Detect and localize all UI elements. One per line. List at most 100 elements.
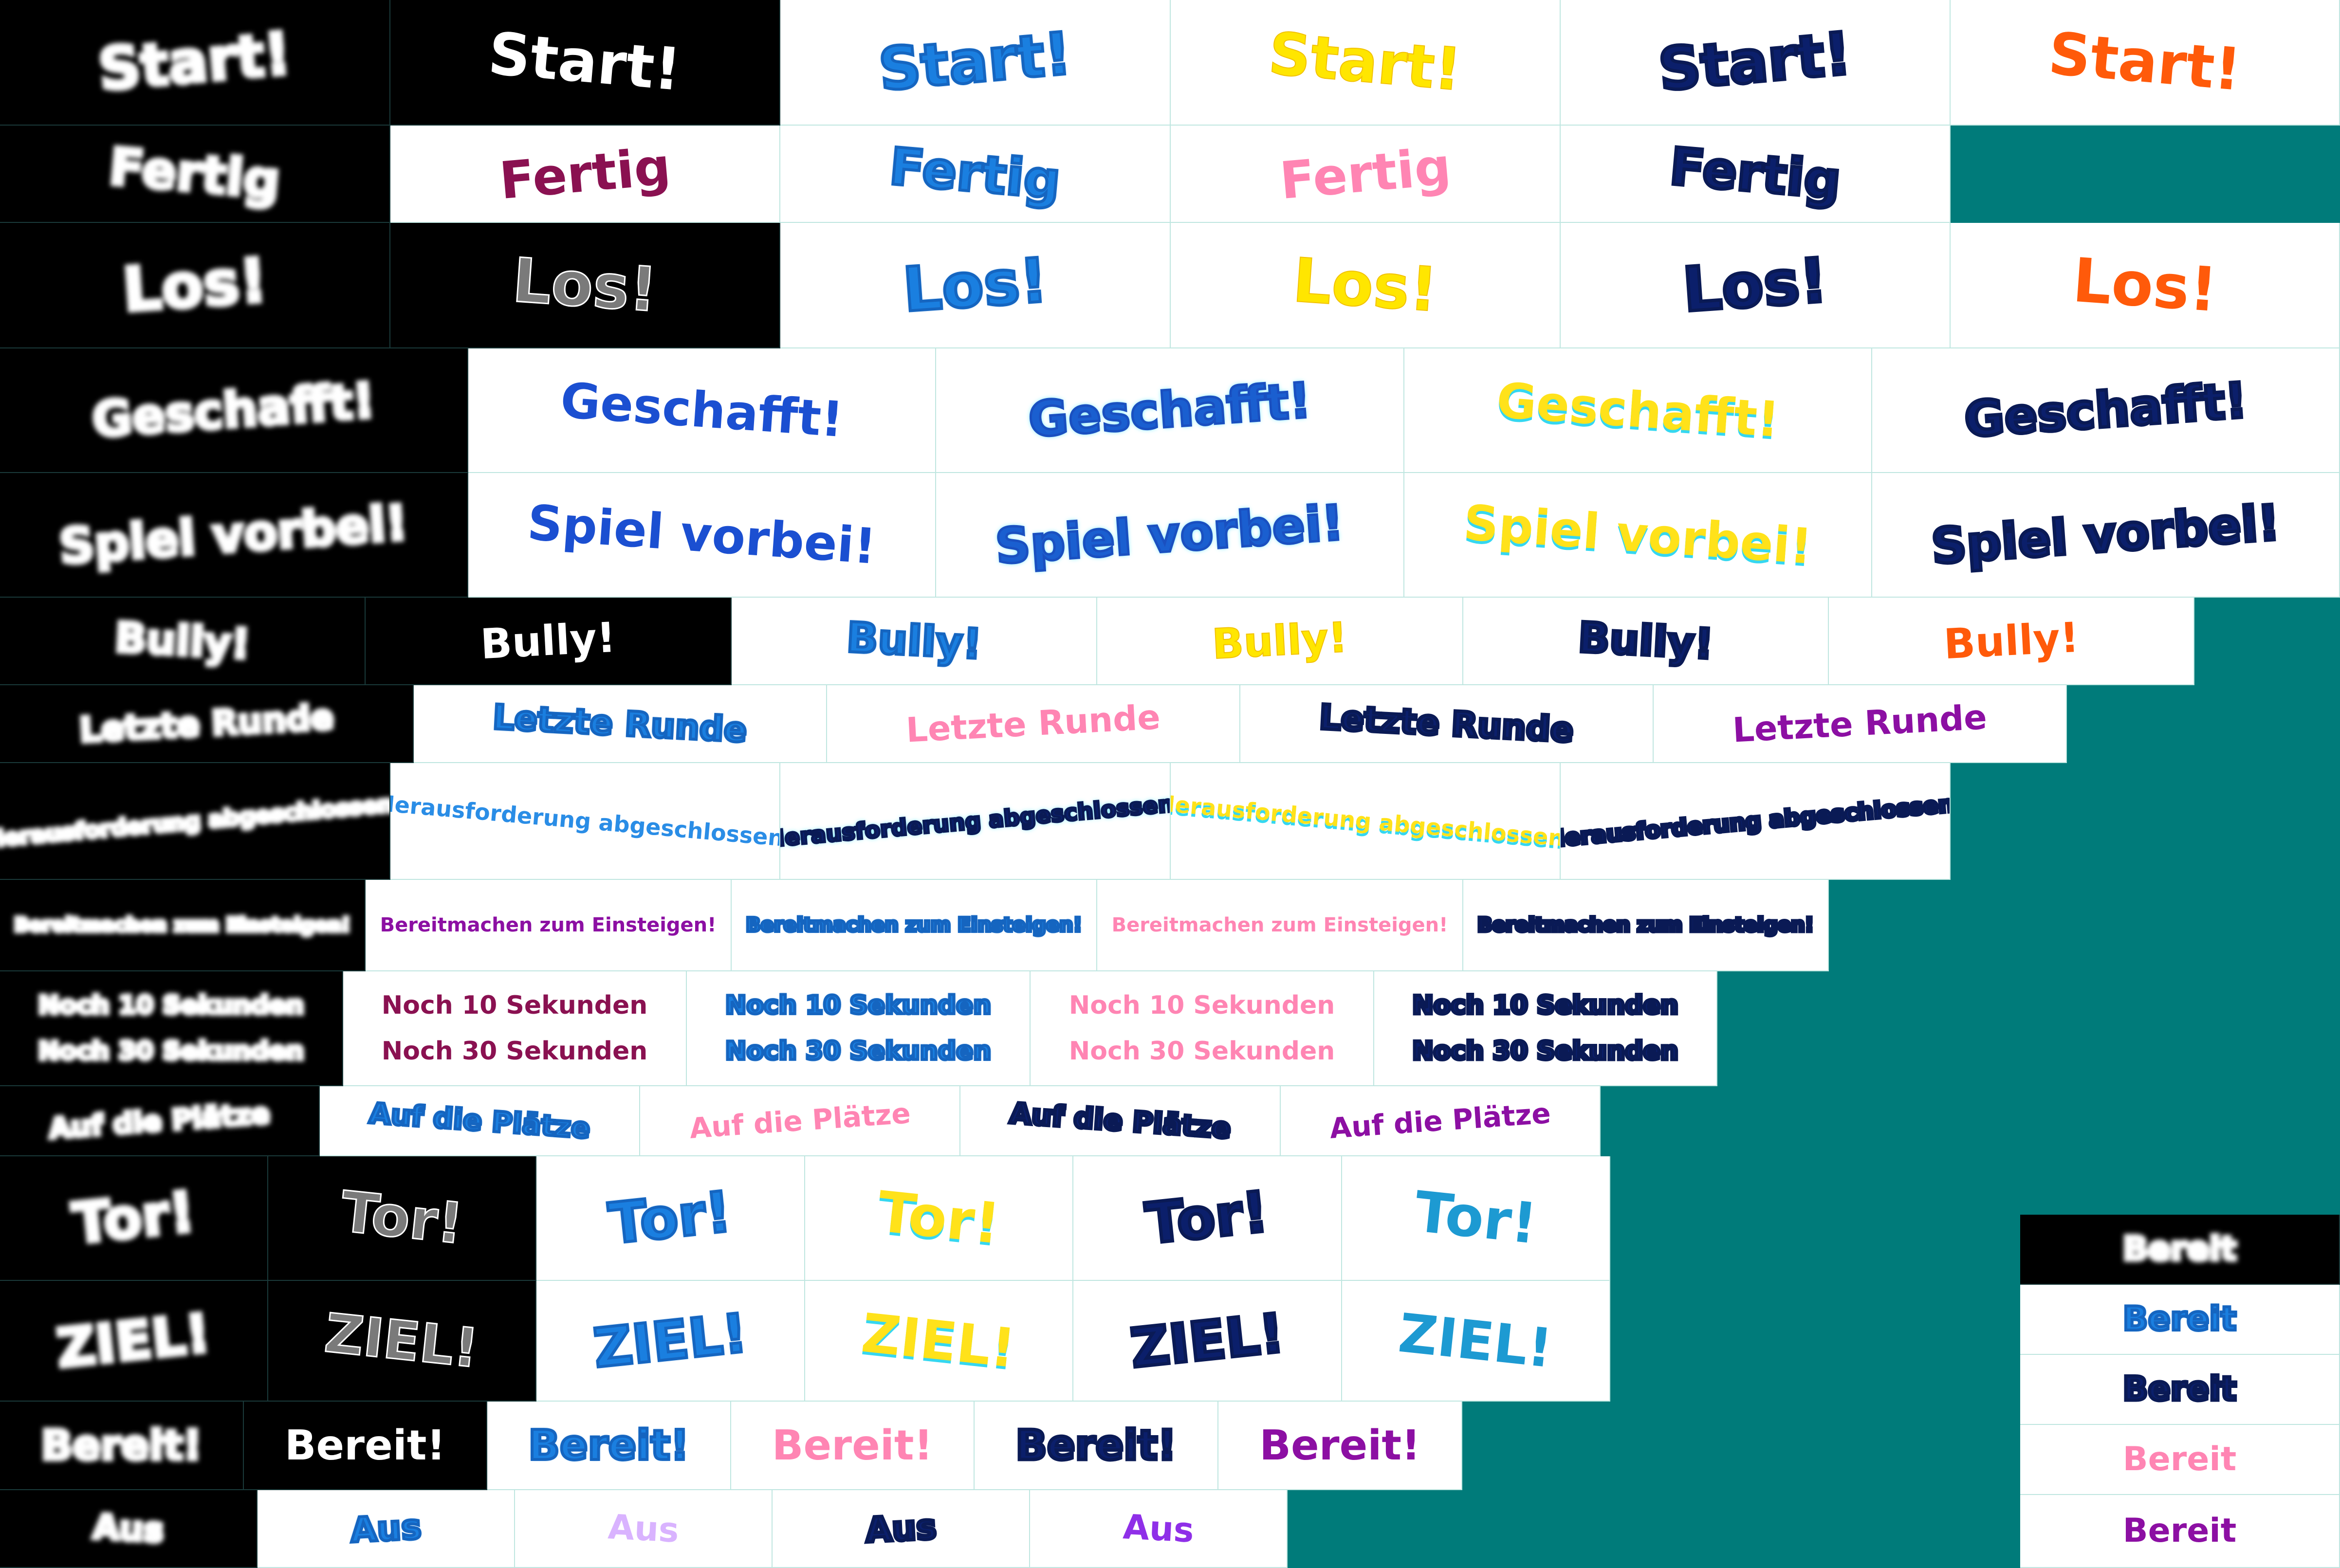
sprite-text: Noch 30 Sekunden xyxy=(381,1037,648,1066)
side-sprite-row: Bereit xyxy=(0,1425,2340,1495)
sprite-cell: Bereitmachen zum Einsteigen! xyxy=(366,880,732,971)
sprite-text: Start! xyxy=(1655,18,1856,106)
sprite-text: Bereit! xyxy=(1014,1421,1179,1470)
sprite-text: Bully! xyxy=(479,613,617,669)
sprite-text: Bereit xyxy=(2121,1300,2238,1338)
sprite-text: Noch 10 Sekunden xyxy=(1411,991,1680,1020)
sprite-cell: Aus xyxy=(258,1490,515,1568)
sprite-text: Bereitmachen zum Einsteigen! xyxy=(1111,914,1448,936)
sprite-text: Bereit! xyxy=(284,1421,446,1470)
sprite-row-bereitmachen: Bereitmachen zum Einsteigen! Bereitmachen… xyxy=(0,880,2340,971)
sprite-cell: Los! xyxy=(1561,223,1951,348)
sprite-cell: ZIEL! xyxy=(0,1281,268,1402)
sprite-cell: Bereit! xyxy=(0,1402,244,1490)
sprite-cell: Bully! xyxy=(1829,598,2194,685)
sprite-cell: Bereit! xyxy=(487,1402,731,1490)
sprite-cell: Los! xyxy=(0,223,390,348)
side-sprite-row: Bereit xyxy=(0,1495,2340,1568)
sprite-text: Los! xyxy=(510,244,660,326)
sprite-cell: Fertig xyxy=(0,126,390,223)
sprite-cell: Spiel vorbei! xyxy=(936,473,1404,598)
sprite-text: Bereitmachen zum Einsteigen! xyxy=(744,914,1084,936)
sprite-text: Auf die Plätze xyxy=(688,1096,912,1145)
sprite-text: Bully! xyxy=(1211,613,1349,669)
sprite-text: Herausforderung abgeschlossen! xyxy=(780,788,1171,854)
sprite-text: Noch 30 Sekunden xyxy=(36,1037,306,1066)
sprite-text: Noch 10 Sekunden xyxy=(1069,991,1335,1020)
sprite-cell: Bereit! xyxy=(975,1402,1218,1490)
sprite-cell: Bereit xyxy=(2020,1425,2340,1495)
sprite-text: Letzte Runde xyxy=(490,695,749,751)
sprite-text: Los! xyxy=(118,243,271,327)
sprite-row-tor: Tor!Tor!Tor!Tor!Tor!Tor! xyxy=(0,1156,2340,1281)
sprite-row-los: Los!Los!Los!Los!Los!Los! xyxy=(0,223,2340,348)
sprite-text: Letzte Runde xyxy=(905,697,1161,750)
sprite-cell: Bereit xyxy=(2020,1215,2340,1285)
sprite-cell: Geschafft! xyxy=(1872,348,2340,473)
sprite-text: Noch 10 Sekunden xyxy=(36,991,306,1020)
sprite-cell: Tor! xyxy=(805,1156,1073,1281)
sprite-cell: Bereitmachen zum Einsteigen! xyxy=(732,880,1097,971)
sprite-cell: Bereit xyxy=(2020,1355,2340,1425)
sprite-text: Spiel vorbei! xyxy=(55,492,412,577)
sprite-cell: Fertig xyxy=(390,126,780,223)
sprite-text: Letzte Runde xyxy=(1317,695,1576,752)
sprite-cell: Geschafft! xyxy=(1404,348,1872,473)
sprite-text: Letzte Runde xyxy=(1732,697,1988,750)
sprite-text: Bereit! xyxy=(1259,1421,1420,1470)
sprite-cell: Auf die Plätze xyxy=(1281,1086,1601,1156)
sprite-text: Bereitmachen zum Einsteigen! xyxy=(12,913,352,937)
sprite-text: Spiel vorbei! xyxy=(1461,494,1814,575)
sprite-text: Auf die Plätze xyxy=(46,1094,273,1147)
sprite-cell: Aus xyxy=(1030,1490,1288,1568)
sprite-text: Bereitmachen zum Einsteigen! xyxy=(380,914,717,936)
sprite-text: Bereit xyxy=(2121,1370,2238,1408)
sprite-text: Noch 30 Sekunden xyxy=(1411,1037,1680,1066)
sprite-text: Start! xyxy=(2045,20,2244,104)
sprite-cell: Auf die Plätze xyxy=(960,1086,1281,1156)
sprite-text: Spiel vorbei! xyxy=(993,493,1347,577)
sprite-text: Noch 30 Sekunden xyxy=(1069,1037,1335,1066)
sprite-text: Bully! xyxy=(844,612,984,670)
sprite-text: Bully! xyxy=(1575,612,1716,670)
sprite-text: Letzte Runde xyxy=(76,695,336,752)
sprite-row-bereit-bang: Bereit! Bereit! Bereit! Bereit! Bereit! Berei… xyxy=(0,1402,2340,1490)
sprite-cell: Tor! xyxy=(536,1156,805,1281)
sprite-cell: ZIEL! xyxy=(1342,1281,1610,1402)
sprite-cell: Bereit! xyxy=(244,1402,487,1490)
sprite-cell: Herausforderung abgeschlossen! xyxy=(1561,763,1951,880)
sprite-text: Los! xyxy=(899,243,1051,327)
sprite-text: Start! xyxy=(875,18,1076,106)
sprite-text: Los! xyxy=(2070,245,2220,326)
sprite-cell: Los! xyxy=(780,223,1171,348)
sprite-text: Bereitmachen zum Einsteigen! xyxy=(1476,914,1816,937)
sprite-text: Herausforderung abgeschlossen! xyxy=(1171,789,1561,853)
sprite-cell: Auf die Plätze xyxy=(320,1086,640,1156)
sprite-cell: Herausforderung abgeschlossen! xyxy=(0,763,390,880)
sprite-text: Auf die Plätze xyxy=(367,1095,593,1147)
sprite-text: Bereit xyxy=(2122,1512,2237,1550)
sprite-cell: Spiel vorbei! xyxy=(1872,473,2340,598)
sprite-text: Geschafft! xyxy=(1025,370,1314,449)
sprite-cell: Start! xyxy=(0,0,390,126)
sprite-text: Bully! xyxy=(1942,613,2080,669)
sprite-text: Auf die Plätze xyxy=(1007,1095,1234,1147)
sprite-cell: Aus xyxy=(0,1490,258,1568)
sprite-row-bully: Bully!Bully!Bully!Bully!Bully!Bully! xyxy=(0,598,2340,685)
sprite-cell: ZIEL! xyxy=(268,1281,536,1402)
sprite-text: Bereit! xyxy=(39,1421,204,1470)
sprite-cell: Aus xyxy=(515,1490,773,1568)
sprite-cell: Bully! xyxy=(1097,598,1463,685)
sprite-cell: Los! xyxy=(1951,223,2340,348)
sprite-text: Fertig xyxy=(105,134,284,212)
sprite-text: Bereit! xyxy=(772,1421,933,1470)
sprite-text: Spiel vorbei! xyxy=(525,494,878,575)
sprite-cell: Auf die Plätze xyxy=(0,1086,320,1156)
sprite-cell: Spiel vorbei! xyxy=(468,473,936,598)
sprite-text: Bereit xyxy=(2121,1230,2238,1268)
